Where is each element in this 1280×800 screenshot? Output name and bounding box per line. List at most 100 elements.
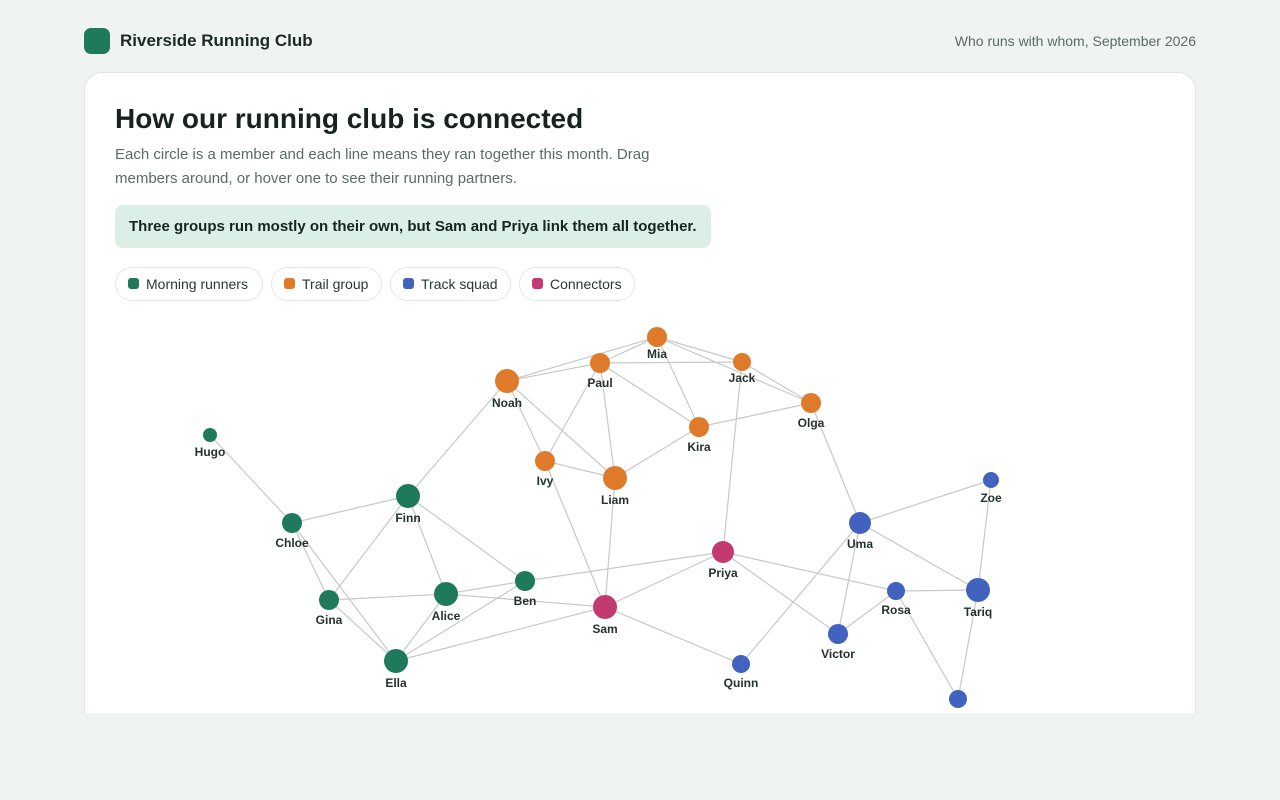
- member-node-ella[interactable]: Ella: [384, 649, 408, 690]
- member-node-rosa[interactable]: Rosa: [881, 582, 911, 617]
- member-label: Mia: [647, 347, 667, 361]
- link-tariq-w…: [957, 589, 979, 700]
- member-dot[interactable]: [887, 582, 905, 600]
- member-node-mia[interactable]: Mia: [647, 327, 667, 361]
- member-dot[interactable]: [828, 624, 848, 644]
- legend-chip-connectors[interactable]: Connectors: [519, 267, 635, 301]
- member-dot[interactable]: [712, 541, 734, 563]
- link-finn-gina: [328, 495, 409, 601]
- member-label: Noah: [492, 396, 522, 410]
- link-alice-ella: [395, 593, 447, 662]
- member-label: Tariq: [964, 605, 992, 619]
- member-dot[interactable]: [203, 428, 217, 442]
- member-dot[interactable]: [434, 582, 458, 606]
- member-dot[interactable]: [949, 690, 967, 708]
- member-node-olga[interactable]: Olga: [798, 393, 825, 430]
- member-dot[interactable]: [384, 649, 408, 673]
- club-name: Riverside Running Club: [120, 31, 313, 50]
- member-node-alice[interactable]: Alice: [432, 582, 461, 623]
- legend-label: Connectors: [550, 276, 622, 292]
- link-rosa-tariq: [895, 589, 979, 592]
- member-label: Liam: [601, 493, 629, 507]
- member-node-tariq[interactable]: Tariq: [964, 578, 992, 619]
- member-label: Alice: [432, 609, 461, 623]
- member-label: Hugo: [195, 445, 226, 459]
- member-label: Zoe: [980, 491, 1002, 505]
- member-dot[interactable]: [733, 353, 751, 371]
- member-dot[interactable]: [396, 484, 420, 508]
- link-ben-priya: [524, 551, 724, 582]
- member-label: Quinn: [724, 676, 759, 690]
- member-node-ivy[interactable]: Ivy: [535, 451, 555, 488]
- club-logo: [84, 28, 110, 54]
- link-noah-mia: [506, 336, 658, 382]
- link-hugo-chloe: [209, 434, 293, 524]
- member-dot[interactable]: [319, 590, 339, 610]
- link-ben-ella: [395, 580, 526, 662]
- link-chloe-gina: [291, 522, 330, 601]
- legend-swatch: [284, 278, 295, 289]
- member-label: Olga: [798, 416, 825, 430]
- member-dot[interactable]: [647, 327, 667, 347]
- member-node-kira[interactable]: Kira: [687, 417, 711, 454]
- legend-label: Trail group: [302, 276, 369, 292]
- member-label: Chloe: [275, 536, 309, 550]
- page-title: How our running club is connected: [115, 103, 584, 134]
- top-bar: Riverside Running Club Who runs with who…: [84, 28, 1196, 54]
- legend-swatch: [128, 278, 139, 289]
- link-jack-priya: [722, 361, 743, 553]
- member-node-quinn[interactable]: Quinn: [724, 655, 759, 690]
- member-dot[interactable]: [590, 353, 610, 373]
- legend-chip-track-squad[interactable]: Track squad: [390, 267, 511, 301]
- page-byline: Who runs with whom, September 2026: [954, 33, 1196, 49]
- legend-label: Morning runners: [146, 276, 248, 292]
- link-paul-liam: [599, 362, 616, 479]
- member-node-gina[interactable]: Gina: [316, 590, 343, 627]
- member-node-hugo[interactable]: Hugo: [195, 428, 226, 459]
- member-node-sam[interactable]: Sam: [592, 595, 618, 636]
- member-node-paul[interactable]: Paul: [587, 353, 613, 390]
- member-label: Ivy: [537, 474, 554, 488]
- member-label: Gina: [316, 613, 343, 627]
- member-dot[interactable]: [593, 595, 617, 619]
- link-sam-quinn: [604, 606, 742, 665]
- member-dot[interactable]: [689, 417, 709, 437]
- member-dot[interactable]: [495, 369, 519, 393]
- member-dot[interactable]: [849, 512, 871, 534]
- member-label: Ella: [385, 676, 407, 690]
- link-zoe-tariq: [977, 479, 992, 591]
- member-node-ben[interactable]: Ben: [514, 571, 537, 608]
- link-jack-olga: [741, 361, 812, 404]
- member-node-finn[interactable]: Finn: [395, 484, 421, 525]
- network-card: How our running club is connected Each c…: [84, 72, 1196, 754]
- member-dot[interactable]: [801, 393, 821, 413]
- member-node-victor[interactable]: Victor: [821, 624, 855, 661]
- link-rosa-w…: [895, 590, 959, 700]
- member-node-chloe[interactable]: Chloe: [275, 513, 309, 550]
- link-chloe-ella: [291, 522, 397, 662]
- member-dot[interactable]: [515, 571, 535, 591]
- member-dot[interactable]: [603, 466, 627, 490]
- link-priya-rosa: [722, 551, 897, 592]
- member-node-uma[interactable]: Uma: [847, 512, 873, 551]
- member-node-liam[interactable]: Liam: [601, 466, 629, 507]
- member-dot[interactable]: [732, 655, 750, 673]
- member-dot[interactable]: [966, 578, 990, 602]
- link-gina-ella: [328, 599, 397, 662]
- member-dot[interactable]: [282, 513, 302, 533]
- member-node-zoe[interactable]: Zoe: [980, 472, 1002, 505]
- member-label: Finn: [395, 511, 420, 525]
- member-label: Jack: [729, 371, 756, 385]
- link-uma-tariq: [859, 522, 979, 591]
- legend-label: Track squad: [421, 276, 498, 292]
- member-node-noah[interactable]: Noah: [492, 369, 522, 410]
- member-dot[interactable]: [983, 472, 999, 488]
- member-dot[interactable]: [535, 451, 555, 471]
- member-node-jack[interactable]: Jack: [729, 353, 756, 385]
- link-paul-ivy: [544, 362, 601, 462]
- member-node-priya[interactable]: Priya: [708, 541, 738, 580]
- link-sam-priya: [604, 551, 724, 608]
- legend-chip-morning-runners[interactable]: Morning runners: [115, 267, 263, 301]
- legend-chip-trail-group[interactable]: Trail group: [271, 267, 382, 301]
